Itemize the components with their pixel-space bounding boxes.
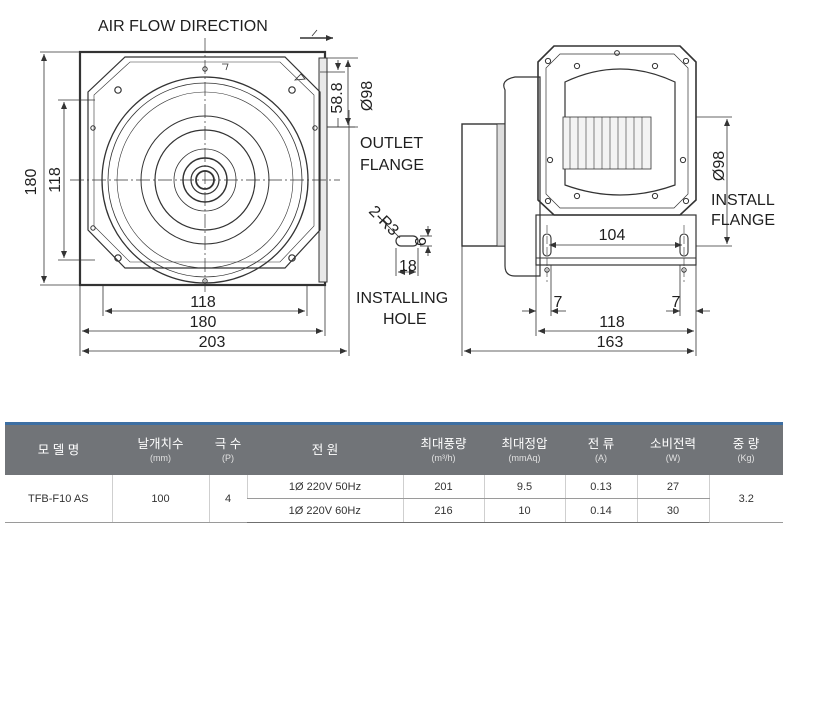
dim-front-118: 118 xyxy=(190,294,216,311)
side-view xyxy=(461,45,697,282)
cell-model: TFB-F10 AS xyxy=(5,475,112,523)
installing-hole-detail xyxy=(377,215,432,276)
cell-power: 1Ø 220V 60Hz xyxy=(247,498,403,523)
header-poles: 극 수(P) xyxy=(209,422,247,475)
cell-max-pressure: 9.5 xyxy=(483,475,565,499)
dim-hole-width: 18 xyxy=(399,258,417,275)
dim-front-203: 203 xyxy=(199,334,226,351)
side-dimensions xyxy=(461,116,732,356)
header-current: 전 류(A) xyxy=(565,422,637,475)
cell-max-flow: 201 xyxy=(402,475,484,499)
header-power: 전 원 xyxy=(247,422,403,475)
front-view xyxy=(70,29,340,292)
installing-hole-line2: HOLE xyxy=(383,311,427,328)
dim-side-7-left: 7 xyxy=(554,294,563,311)
dim-58-8: 58.8 xyxy=(329,82,346,113)
install-flange-line2: FLANGE xyxy=(711,212,775,229)
front-left-dimensions xyxy=(40,51,95,286)
cell-current: 0.13 xyxy=(564,475,637,499)
technical-drawing: 180 118 58.8 Ø98 118 180 203 AIR FLOW DI… xyxy=(23,18,775,356)
cell-poles: 4 xyxy=(208,475,247,523)
header-power-consumption: 소비전력(W) xyxy=(637,422,709,475)
cell-weight: 3.2 xyxy=(708,475,783,523)
dim-side-118: 118 xyxy=(599,314,625,331)
dim-side-104: 104 xyxy=(599,227,626,244)
dim-side-163: 163 xyxy=(597,334,624,351)
cell-max-pressure: 10 xyxy=(483,498,565,523)
front-bottom-dimensions xyxy=(79,110,350,356)
cell-power-consumption: 30 xyxy=(636,498,709,523)
header-blade-size: 날개치수(mm) xyxy=(112,422,209,475)
install-flange-line1: INSTALL xyxy=(711,192,775,209)
outlet-flange-line2: FLANGE xyxy=(360,157,424,174)
cell-max-flow: 216 xyxy=(402,498,484,523)
outlet-flange-line1: OUTLET xyxy=(360,135,423,152)
table-row: TFB-F10 AS 100 4 1Ø 220V 50Hz 201 9.5 0.… xyxy=(5,475,783,523)
installing-hole-line1: INSTALLING xyxy=(356,290,448,307)
cell-blade-size: 100 xyxy=(111,475,209,523)
header-max-pressure: 최대정압(mmAq) xyxy=(484,422,565,475)
cell-power-consumption: 27 xyxy=(636,475,709,499)
dim-side-7-right: 7 xyxy=(672,294,681,311)
header-weight: 중 량(Kg) xyxy=(709,422,783,475)
header-model: 모 델 명 xyxy=(5,422,112,475)
dim-outlet-dia: Ø98 xyxy=(359,81,376,111)
dim-front-180: 180 xyxy=(190,314,217,331)
cell-current: 0.14 xyxy=(564,498,637,523)
front-right-dimensions xyxy=(320,57,358,128)
dim-height-180: 180 xyxy=(23,169,40,196)
spec-header-row: 모 델 명 날개치수(mm) 극 수(P) 전 원 최대풍량(m³/h) 최대정… xyxy=(5,422,783,475)
spec-table: 모 델 명 날개치수(mm) 극 수(P) 전 원 최대풍량(m³/h) 최대정… xyxy=(5,422,783,523)
air-flow-label: AIR FLOW DIRECTION xyxy=(98,18,268,35)
dim-hole-height: 6 xyxy=(413,237,430,246)
dim-side-dia: Ø98 xyxy=(711,151,728,181)
table-row: 1Ø 220V 60Hz 216 10 0.14 30 xyxy=(5,498,783,523)
cell-power: 1Ø 220V 50Hz xyxy=(246,475,403,499)
dim-height-118: 118 xyxy=(47,167,64,193)
header-max-flow: 최대풍량(m³/h) xyxy=(403,422,484,475)
